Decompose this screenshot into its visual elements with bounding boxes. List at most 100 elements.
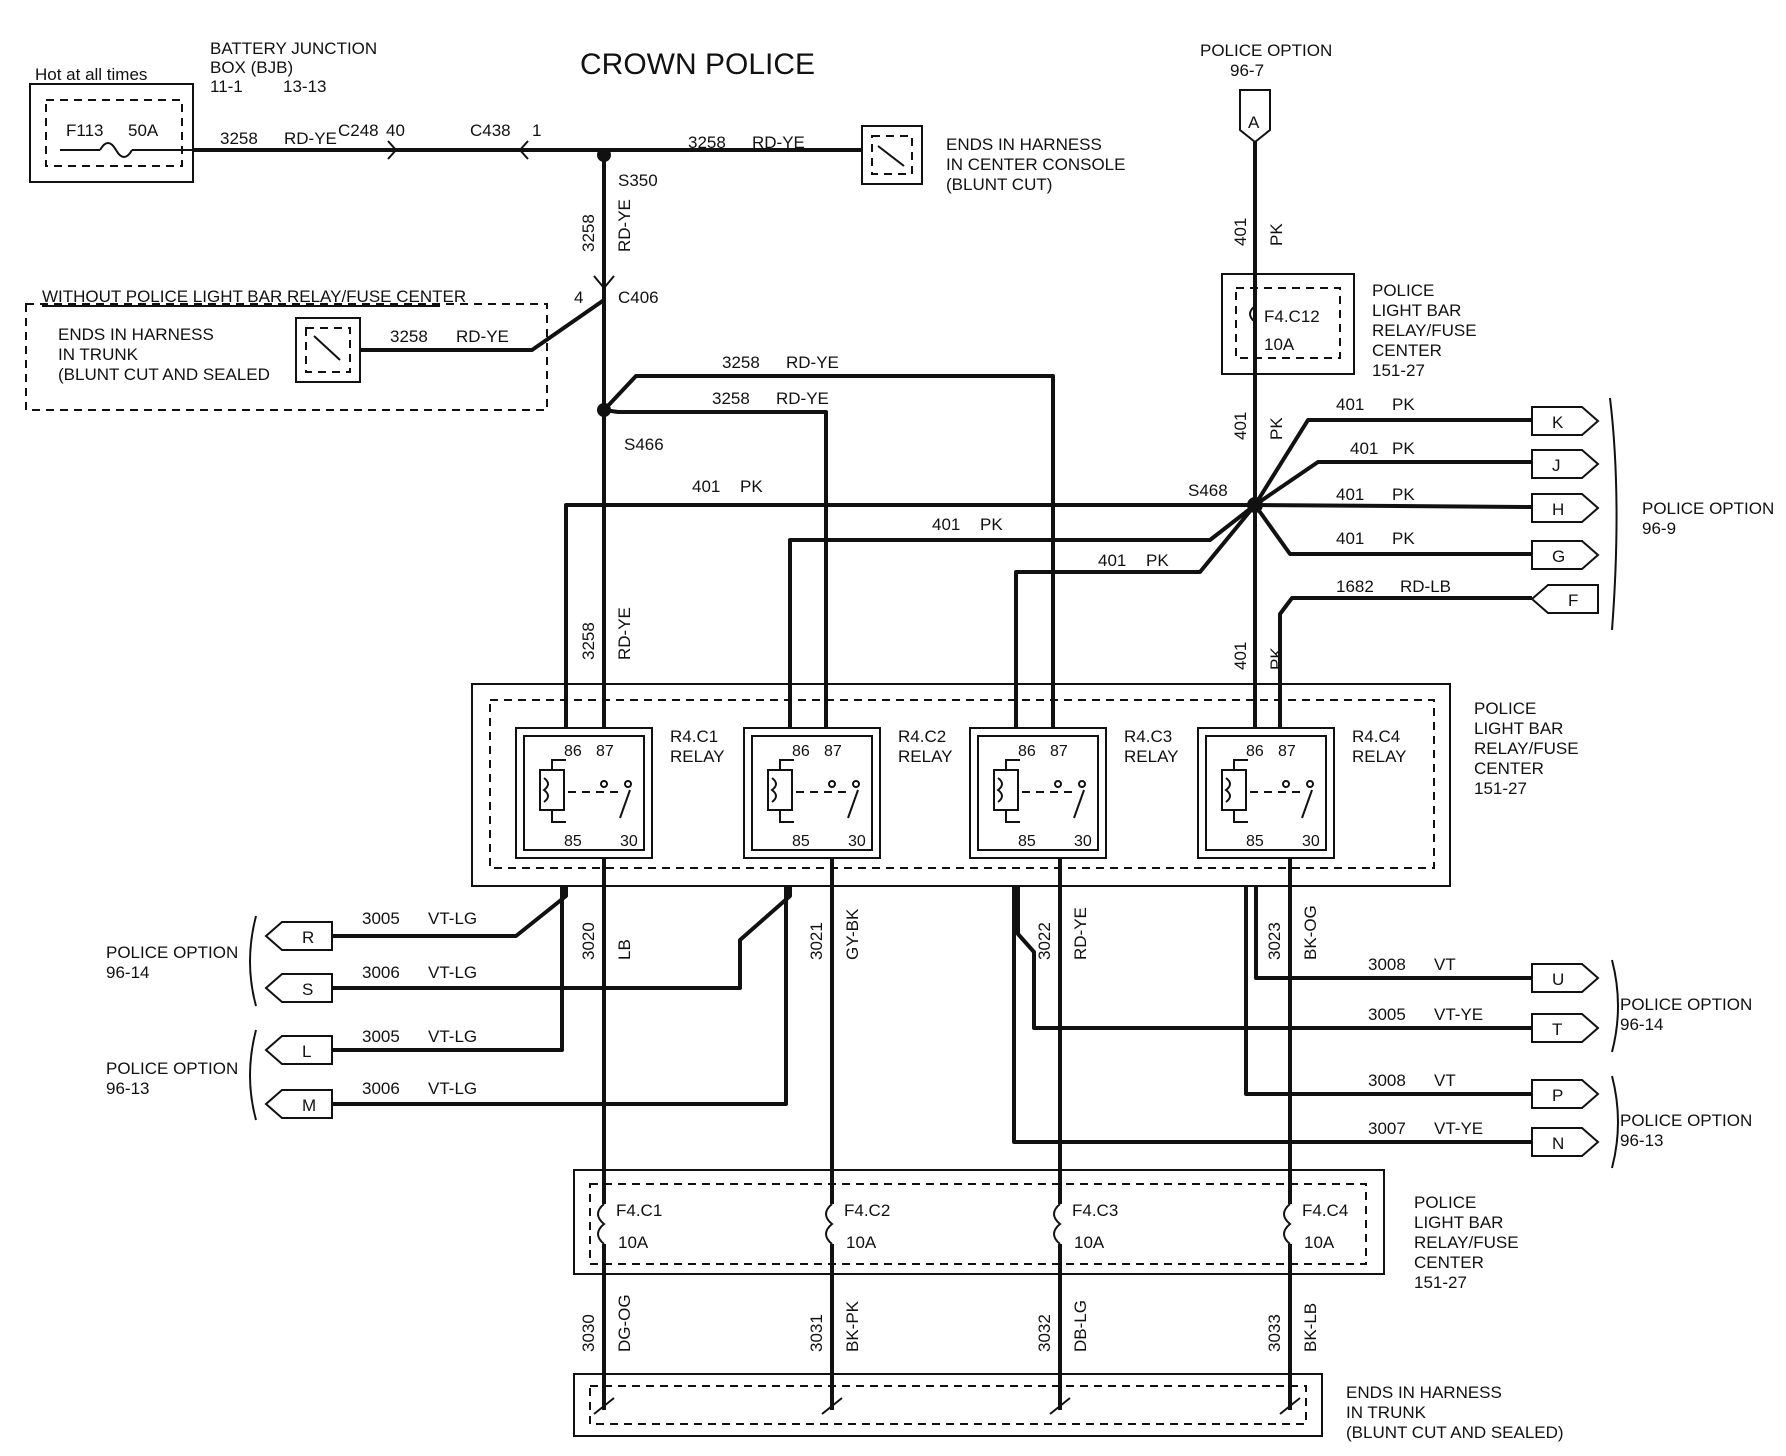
svg-text:86: 86 (1246, 743, 1264, 760)
without-relay-section: WITHOUT POLICE LIGHT BAR RELAY/FUSE CENT… (25, 287, 606, 411)
wire-3258-vertical: 3258 RD-YE 4 C406 S466 (574, 155, 664, 454)
svg-text:86: 86 (564, 743, 582, 760)
svg-text:401: 401 (1336, 395, 1364, 414)
svg-text:40: 40 (386, 121, 405, 140)
connector-u[interactable]: U (1531, 963, 1600, 993)
connector-c248-icon (387, 140, 398, 160)
connector-m[interactable]: M (264, 1089, 333, 1119)
svg-text:3007: 3007 (1368, 1119, 1406, 1138)
svg-text:CENTER: CENTER (1414, 1253, 1484, 1272)
svg-text:151-27: 151-27 (1372, 361, 1425, 380)
svg-text:ENDS IN HARNESS: ENDS IN HARNESS (58, 325, 214, 344)
option-connectors-right-lower: U T P N POLICE OPTION 96-14 POLICE OPTIO… (1531, 959, 1752, 1169)
svg-text:3258: 3258 (579, 214, 598, 252)
bottom-fuse-block: POLICE LIGHT BAR RELAY/FUSE CENTER 151-2… (573, 1169, 1519, 1292)
svg-text:VT-YE: VT-YE (1434, 1005, 1483, 1024)
cut-end-icon (821, 1397, 843, 1415)
option-bracket-icon (1611, 959, 1619, 1053)
svg-text:401: 401 (1336, 485, 1364, 504)
svg-text:PK: PK (1267, 223, 1286, 246)
connector-t[interactable]: T (1531, 1013, 1600, 1043)
svg-text:RD-YE: RD-YE (456, 327, 509, 346)
connector-s[interactable]: S (264, 973, 333, 1003)
svg-text:S350: S350 (618, 171, 658, 190)
svg-text:R: R (302, 928, 314, 947)
svg-text:PK: PK (1392, 439, 1415, 458)
splice-s468-fan: S468 401 PK 401 PK 401 PK 401 PK 401 PK … (564, 395, 1533, 728)
svg-text:RD-LB: RD-LB (1400, 577, 1451, 596)
svg-text:4: 4 (574, 288, 583, 307)
svg-text:30: 30 (1074, 833, 1092, 850)
relay-switch-icon (1301, 789, 1313, 819)
bjb-title: BATTERY JUNCTION (210, 39, 377, 58)
svg-text:3008: 3008 (1368, 1071, 1406, 1090)
svg-text:401: 401 (692, 477, 720, 496)
svg-text:3031: 3031 (807, 1314, 826, 1352)
relay-name: R4.C3 (1124, 727, 1172, 746)
svg-text:401: 401 (1336, 529, 1364, 548)
svg-text:3258: 3258 (688, 133, 726, 152)
svg-text:3005: 3005 (362, 1027, 400, 1046)
svg-text:VT-LG: VT-LG (428, 1079, 477, 1098)
bjb-subtitle: BOX (BJB) (210, 58, 293, 77)
svg-text:PK: PK (1392, 529, 1415, 548)
option-bracket-icon (249, 1029, 257, 1121)
svg-text:RD-YE: RD-YE (615, 607, 634, 660)
relay-name: R4.C1 (670, 727, 718, 746)
svg-text:85: 85 (564, 833, 582, 850)
svg-text:85: 85 (792, 833, 810, 850)
svg-text:151-27: 151-27 (1474, 779, 1527, 798)
hot-at-all-times-label: Hot at all times (35, 65, 147, 84)
svg-text:85: 85 (1246, 833, 1264, 850)
connector-j[interactable]: J (1531, 449, 1600, 479)
svg-text:30: 30 (620, 833, 638, 850)
connector-g[interactable]: G (1531, 540, 1600, 570)
svg-text:(BLUNT CUT): (BLUNT CUT) (946, 175, 1052, 194)
svg-text:G: G (1552, 547, 1565, 566)
svg-text:87: 87 (1050, 743, 1068, 760)
connector-p[interactable]: P (1531, 1079, 1600, 1109)
connector-c406: C406 (618, 288, 659, 307)
svg-text:LIGHT BAR: LIGHT BAR (1414, 1213, 1503, 1232)
relay-name: R4.C2 (898, 727, 946, 746)
police-option-a-connector[interactable]: POLICE OPTION 96-7 A (1200, 41, 1332, 144)
connector-n[interactable]: N (1531, 1127, 1600, 1157)
option-bracket-icon (1609, 397, 1618, 631)
connector-c248: C248 (338, 121, 379, 140)
svg-text:LIGHT BAR: LIGHT BAR (1372, 301, 1461, 320)
svg-text:F: F (1568, 591, 1578, 610)
svg-text:DB-LG: DB-LG (1071, 1300, 1090, 1352)
connector-h[interactable]: H (1531, 493, 1600, 523)
relay-switch-icon (847, 789, 859, 819)
svg-text:10A: 10A (1304, 1233, 1335, 1252)
svg-text:3258: 3258 (579, 622, 598, 660)
svg-text:151-27: 151-27 (1414, 1273, 1467, 1292)
svg-text:CENTER: CENTER (1474, 759, 1544, 778)
svg-text:DG-OG: DG-OG (615, 1294, 634, 1352)
svg-text:BK-PK: BK-PK (843, 1300, 862, 1352)
svg-text:ENDS IN HARNESS: ENDS IN HARNESS (946, 135, 1102, 154)
svg-text:L: L (302, 1042, 311, 1061)
relay-center: POLICE LIGHT BAR RELAY/FUSE CENTER 151-2… (471, 683, 1579, 887)
svg-text:3020: 3020 (579, 922, 598, 960)
svg-text:RELAY/FUSE: RELAY/FUSE (1474, 739, 1579, 758)
svg-text:401: 401 (1231, 642, 1250, 670)
svg-text:3258: 3258 (220, 129, 258, 148)
connector-l[interactable]: L (264, 1035, 333, 1065)
svg-text:401: 401 (1098, 551, 1126, 570)
svg-text:3258: 3258 (390, 327, 428, 346)
fuse-icon (1053, 1203, 1062, 1245)
connector-k[interactable]: K (1531, 406, 1600, 436)
svg-text:96-14: 96-14 (1620, 1015, 1663, 1034)
svg-text:LB: LB (615, 939, 634, 960)
connector-r[interactable]: R (264, 921, 333, 951)
connector-f[interactable]: F (1530, 584, 1599, 614)
svg-text:87: 87 (824, 743, 842, 760)
